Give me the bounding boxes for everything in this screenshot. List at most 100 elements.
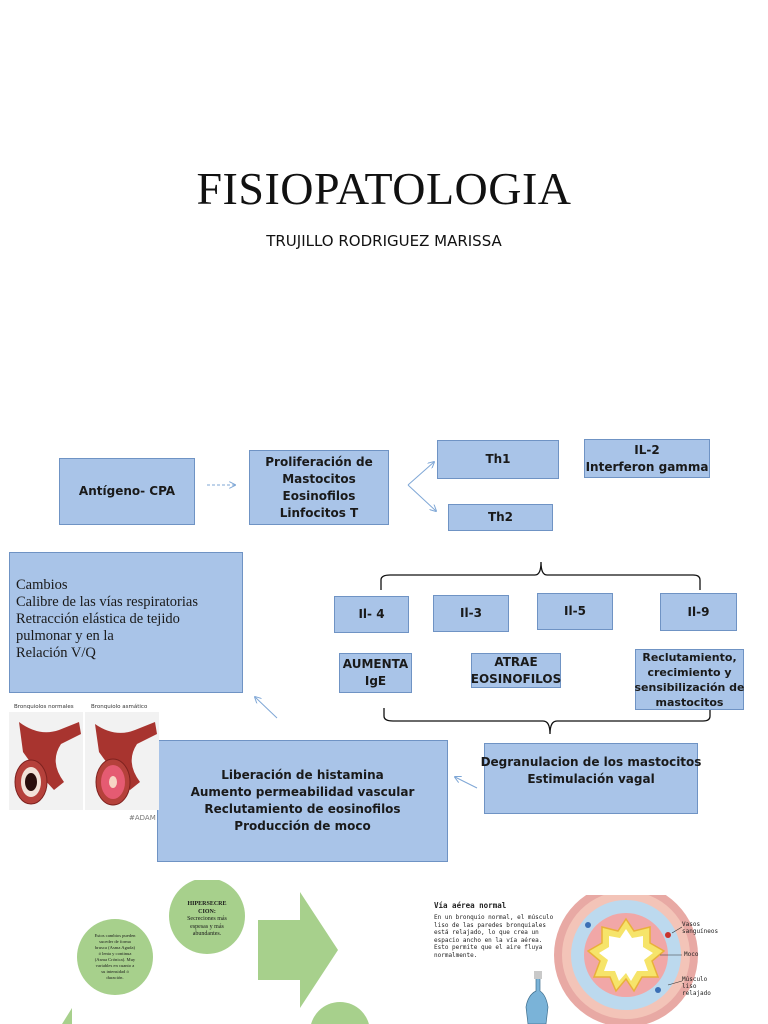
airway-text-line: Esto permite que el aire fluya xyxy=(434,944,543,952)
green-arrow-shape xyxy=(258,892,338,1008)
node-proliferacion-line: Eosinofilos xyxy=(282,488,356,503)
page-subtitle: TRUJILLO RODRIGUEZ MARISSA xyxy=(266,232,502,250)
node-aumenta: AUMENTA IgE xyxy=(339,653,412,693)
node-proliferacion-line: Linfocitos T xyxy=(279,505,359,520)
node-il5: Il-5 xyxy=(537,593,613,630)
node-il3-label: Il-3 xyxy=(460,606,482,620)
airway-text: En un bronquio normal, el músculo liso d… xyxy=(434,914,574,960)
node-aumenta-line: IgE xyxy=(364,674,387,688)
node-cambios-line: Calibre de las vías respiratorias xyxy=(16,594,198,610)
label-musculo-line: liso xyxy=(682,983,697,990)
node-cambios: Cambios Calibre de las vías respiratoria… xyxy=(9,552,243,693)
node-degranulacion: Degranulacion de los mastocitos Estimula… xyxy=(481,743,701,814)
node-antigeno-label: Antígeno- CPA xyxy=(78,484,176,498)
adam-brand-text: ADAM xyxy=(134,814,156,822)
node-liberacion: Liberación de histamina Aumento permeabi… xyxy=(157,740,448,862)
node-cambios-line: Retracción elástica de tejido xyxy=(16,611,180,627)
node-proliferacion-line: Proliferación de xyxy=(265,454,373,469)
node-th1-label: Th1 xyxy=(485,452,511,466)
node-il3: Il-3 xyxy=(433,595,509,632)
arrow-proliferacion-to-th2 xyxy=(407,484,436,511)
green-circle-bottom xyxy=(311,1002,369,1024)
airway-text-line: liso de las paredes bronquiales xyxy=(434,921,546,929)
label-vasos-line: Vasos xyxy=(682,921,701,928)
circle-top-line: abundantes. xyxy=(192,931,222,937)
node-atrae: ATRAE EOSINOFILOS xyxy=(471,653,561,688)
circle-left-line: su intensidad ó xyxy=(101,969,129,974)
airway-illustration: Vía aérea normal En un bronquio normal, … xyxy=(428,895,768,1024)
bronchiole-illustration: Bronquiolos normales Bronquiolo asmático… xyxy=(9,702,159,824)
arrow-degranulacion-to-liberacion xyxy=(455,777,478,789)
node-il5-label: Il-5 xyxy=(564,604,586,618)
label-vasos-line: sanguíneos xyxy=(682,928,719,935)
node-th2-label: Th2 xyxy=(487,510,514,524)
circle-left-line: duración. xyxy=(106,975,124,980)
node-th2: Th2 xyxy=(448,504,553,531)
node-il2: IL-2 Interferon gamma xyxy=(584,439,710,478)
green-smartart xyxy=(62,880,369,1024)
node-il4: Il- 4 xyxy=(334,596,409,633)
bracket-top xyxy=(380,561,701,590)
node-cambios-line: pulmonar y en la xyxy=(16,628,114,644)
label-musculo-line: Músculo xyxy=(682,976,708,983)
arrow-proliferacion-to-th1 xyxy=(407,462,434,486)
airway-cross-section xyxy=(525,895,698,1024)
label-musculo-line: relajado xyxy=(682,990,711,997)
bronchiole-drawing xyxy=(9,712,159,810)
circle-left-line: brusca (Asma Aguda) xyxy=(94,945,136,950)
airway-text-line: normalmente. xyxy=(434,951,478,959)
node-liberacion-line: Reclutamiento de eosinofilos xyxy=(204,802,401,816)
circle-top-title: CION: xyxy=(198,908,216,915)
bracket-bottom xyxy=(383,708,711,735)
circle-left-line: ó lenta y continua xyxy=(98,951,132,956)
green-circle-top xyxy=(169,880,245,954)
node-degranulacion-line: Estimulación vagal xyxy=(527,772,655,786)
node-atrae-line: EOSINOFILOS xyxy=(470,671,562,686)
circle-left-line: (Asma Crónica). Muy xyxy=(94,957,136,962)
bronchiole-asthma-label: Bronquiolo asmático xyxy=(91,704,148,710)
circle-left-line: variables en cuanto a xyxy=(95,963,135,968)
label-vasos: Vasos sanguíneos xyxy=(682,921,718,935)
arrow-liberacion-to-cambios xyxy=(255,697,278,719)
node-reclutamiento: Reclutamiento, crecimiento y sensibiliza… xyxy=(634,649,745,710)
node-il2-line: Interferon gamma xyxy=(585,459,709,474)
bronchiole-normal-label: Bronquiolos normales xyxy=(14,704,74,710)
node-reclutamiento-line: sensibilización de xyxy=(634,680,745,694)
circle-top-line: espesas y más xyxy=(190,923,224,930)
page-title: FISIOPATOLOGIA xyxy=(196,163,572,214)
node-proliferacion-line: Mastocitos xyxy=(282,471,356,486)
node-liberacion-line: Aumento permeabilidad vascular xyxy=(190,785,415,799)
node-il9: Il-9 xyxy=(660,593,737,631)
node-il2-line: IL-2 xyxy=(634,442,660,457)
circle-left-line: suceder de forma xyxy=(99,939,131,944)
node-degranulacion-line: Degranulacion de los mastocitos xyxy=(480,755,702,769)
node-cambios-line: Relación V/Q xyxy=(16,645,96,661)
node-il4-label: Il- 4 xyxy=(358,607,385,621)
circle-left-text: Estos cambios pueden suceder de forma br… xyxy=(82,933,148,981)
adam-logo: #ADAM xyxy=(129,814,156,822)
label-musculo: Músculo liso relajado xyxy=(682,976,711,997)
airway-text-line: espacio ancho en la vía aérea. xyxy=(434,936,543,944)
airway-text-line: está relajado, lo que crea un xyxy=(434,929,539,937)
circle-top-text: HIPERSECRE CION: Secreciones más espesas… xyxy=(178,901,236,939)
node-cambios-line: Cambios xyxy=(16,577,68,593)
node-proliferacion: Proliferación de Mastocitos Eosinofilos … xyxy=(249,450,389,525)
node-reclutamiento-line: Reclutamiento, xyxy=(642,650,737,664)
node-liberacion-line: Liberación de histamina xyxy=(221,768,384,782)
node-antigeno: Antígeno- CPA xyxy=(59,458,195,525)
circle-top-title: HIPERSECRE xyxy=(187,901,227,907)
node-atrae-line: ATRAE xyxy=(494,654,538,669)
green-circle-left xyxy=(77,919,153,995)
circle-left-line: Estos cambios pueden xyxy=(94,933,136,938)
airway-heading: Vía aérea normal xyxy=(434,901,507,910)
node-th1: Th1 xyxy=(437,440,559,479)
node-reclutamiento-line: mastocitos xyxy=(655,695,724,709)
node-reclutamiento-line: crecimiento y xyxy=(647,665,732,679)
circle-top-line: Secreciones más xyxy=(187,916,227,922)
airway-text-line: En un bronquio normal, el músculo xyxy=(434,914,554,921)
green-triangle-left xyxy=(62,1008,72,1024)
node-liberacion-line: Producción de moco xyxy=(234,819,371,833)
node-il9-label: Il-9 xyxy=(687,604,710,619)
node-aumenta-line: AUMENTA xyxy=(342,657,409,671)
